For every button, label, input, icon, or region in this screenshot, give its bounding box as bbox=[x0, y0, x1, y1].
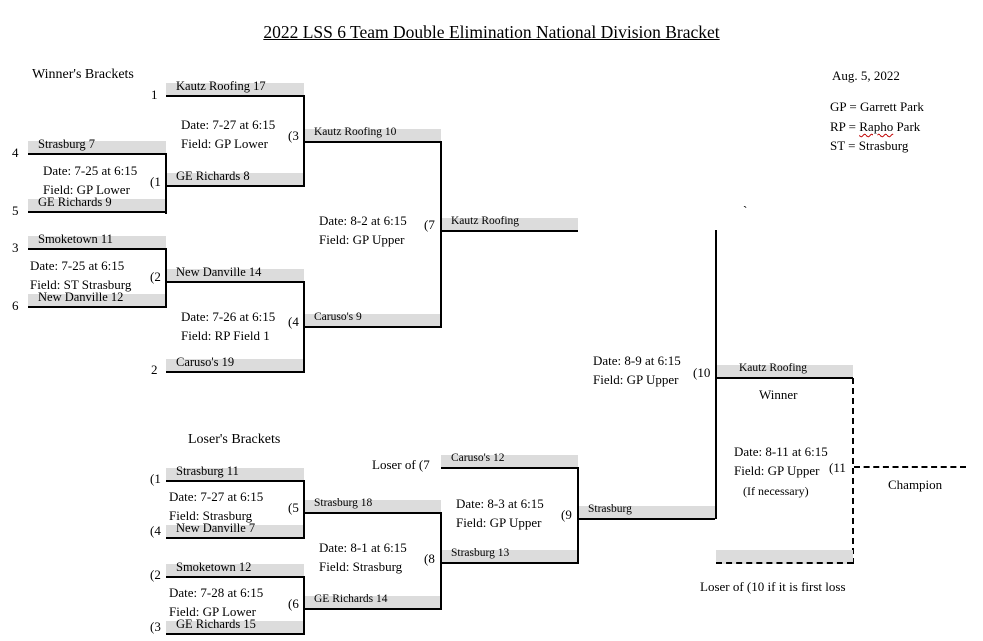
slot-loser-of-10 bbox=[716, 550, 853, 564]
game-number-10: (10 bbox=[693, 365, 711, 380]
slot-smoketown-g6: Smoketown 12 bbox=[166, 561, 304, 578]
loser-seed-3: (3 bbox=[150, 619, 161, 634]
legend-rp: RP = Rapho Park bbox=[830, 119, 921, 134]
slot-kautz-roofing-g7: Kautz Roofing 10 bbox=[304, 126, 441, 143]
slot-carusos-g9: Caruso's 12 bbox=[441, 452, 578, 469]
legend-gp: GP = Garrett Park bbox=[830, 99, 924, 114]
champion-line bbox=[854, 466, 966, 468]
seed-6: 6 bbox=[12, 298, 19, 313]
connector-g1 bbox=[165, 153, 167, 214]
winner-label: Winner bbox=[759, 387, 798, 402]
slot-carusos-g7: Caruso's 9 bbox=[304, 311, 441, 328]
seed-2: 2 bbox=[151, 362, 158, 377]
slot-ge-richards-g6: GE Richards 15 bbox=[166, 618, 304, 635]
losers-bracket-header: Loser's Brackets bbox=[188, 432, 281, 447]
slot-strasburg-g10: Strasburg bbox=[578, 503, 715, 520]
game-number-9: (9 bbox=[561, 507, 572, 522]
slot-new-danville-g4: New Danville 14 bbox=[166, 266, 304, 283]
game-number-11: (11 bbox=[829, 460, 846, 475]
loser-seed-4: (4 bbox=[150, 523, 161, 538]
seed-3: 3 bbox=[12, 240, 19, 255]
loser-of-7-label: Loser of (7 bbox=[372, 457, 430, 472]
game-11-note: (If necessary) bbox=[743, 484, 809, 498]
connector-g10 bbox=[715, 230, 717, 519]
slot-strasburg-g8: Strasburg 18 bbox=[304, 497, 441, 514]
game-number-8: (8 bbox=[424, 551, 435, 566]
champion-label: Champion bbox=[888, 477, 943, 492]
stray-mark: ` bbox=[743, 203, 748, 218]
slot-smoketown-g2: Smoketown 11 bbox=[28, 233, 166, 250]
game-number-2: (2 bbox=[150, 269, 161, 284]
connector-g8 bbox=[440, 512, 442, 610]
slot-kautz-roofing-g10: Kautz Roofing bbox=[441, 215, 578, 232]
slot-strasburg-g9: Strasburg 13 bbox=[441, 547, 578, 564]
seed-4: 4 bbox=[12, 145, 19, 160]
loser-seed-2: (2 bbox=[150, 567, 161, 582]
winners-bracket-header: Winner's Brackets bbox=[32, 67, 134, 82]
connector-g4 bbox=[303, 281, 305, 373]
page-title: 2022 LSS 6 Team Double Elimination Natio… bbox=[263, 22, 720, 42]
slot-kautz-roofing-final: Kautz Roofing bbox=[716, 362, 853, 379]
slot-ge-richards-g1: GE Richards 9 bbox=[28, 196, 166, 213]
connector-g7 bbox=[440, 141, 442, 328]
slot-kautz-roofing-r1: Kautz Roofing 17 bbox=[166, 80, 304, 97]
game-number-3: (3 bbox=[288, 128, 299, 143]
connector-g2 bbox=[165, 248, 167, 308]
seed-5: 5 bbox=[12, 203, 19, 218]
legend-rp-name: Rapho bbox=[859, 119, 894, 134]
connector-g9 bbox=[577, 467, 579, 564]
slot-ge-richards-g8: GE Richards 14 bbox=[304, 593, 441, 610]
connector-g3 bbox=[303, 95, 305, 187]
game-number-1: (1 bbox=[150, 174, 161, 189]
slot-strasburg-g1: Strasburg 7 bbox=[28, 138, 166, 155]
game-number-4: (4 bbox=[288, 314, 299, 329]
slot-ge-richards-g3: GE Richards 8 bbox=[166, 170, 304, 187]
connector-g5 bbox=[303, 480, 305, 539]
slot-new-danville-g2: New Danville 12 bbox=[28, 291, 166, 308]
slot-carusos-r1: Caruso's 19 bbox=[166, 356, 304, 373]
legend-st: ST = Strasburg bbox=[830, 138, 909, 153]
connector-g6 bbox=[303, 576, 305, 635]
slot-strasburg-g5: Strasburg 11 bbox=[166, 465, 304, 482]
slot-new-danville-g5: New Danville 7 bbox=[166, 522, 304, 539]
seed-1: 1 bbox=[151, 87, 158, 102]
bracket-date: Aug. 5, 2022 bbox=[832, 68, 900, 83]
game-number-6: (6 bbox=[288, 596, 299, 611]
game-number-7: (7 bbox=[424, 217, 435, 232]
loser-of-10-label: Loser of (10 if it is first loss bbox=[700, 579, 846, 594]
loser-seed-1: (1 bbox=[150, 471, 161, 486]
game-number-5: (5 bbox=[288, 500, 299, 515]
connector-g11 bbox=[852, 378, 854, 564]
